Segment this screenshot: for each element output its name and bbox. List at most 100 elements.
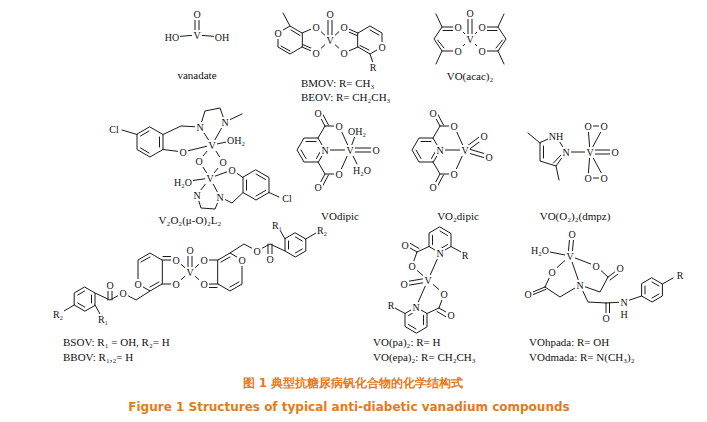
acac-bonds (434, 13, 506, 64)
atom-label: O (185, 245, 194, 256)
atom-label: R₁ (97, 314, 109, 325)
compound-name: BMOV: R= CH₃ (300, 77, 375, 89)
atom-label: O (311, 22, 320, 33)
compound-name: BBOV: R₁,₂= H (62, 351, 134, 363)
atom-label: OH (214, 32, 230, 43)
atom-label: O (523, 289, 532, 300)
atom-label: O (484, 152, 493, 163)
atom-label: O (171, 255, 180, 266)
atom-label: O (479, 131, 488, 142)
atom-label: O (334, 121, 343, 132)
compound-name: vanadate (176, 69, 217, 81)
atom-label: O (377, 42, 386, 53)
atom-label: O (339, 48, 348, 59)
atom-label: V (460, 145, 469, 156)
atom-label: V (207, 140, 216, 151)
compound-name: V₂O₂(μ-O)₂L₂ (158, 214, 223, 226)
atom-label: O (105, 280, 114, 291)
atom-label: O (453, 46, 462, 57)
dimer-bonds (122, 108, 279, 209)
compound-name: VOdipic (320, 210, 360, 222)
atom-label: O (265, 254, 274, 265)
atom-label: Cl (108, 124, 119, 135)
bsov-ligand-bonds (190, 230, 316, 291)
dipic-ring-bonds (297, 112, 350, 188)
atom-label: N (411, 302, 420, 313)
compound-name: VO₂dipic (436, 210, 480, 222)
atom-label: O (171, 279, 180, 290)
compound-name: VOdmada: R= N(CH₃)₂ (528, 351, 636, 363)
atom-label: O (371, 145, 380, 156)
figure-caption: Figure 1 Structures of typical anti-diab… (128, 401, 569, 414)
atom-label: N (195, 122, 204, 133)
atom-label: O (567, 229, 576, 240)
atom-label: O (399, 279, 408, 290)
atom-label: V (345, 145, 354, 156)
atom-label: O (218, 157, 227, 168)
atom-label: O (465, 8, 474, 19)
atom-label: R (369, 62, 378, 73)
atom-label: OH₂ (347, 126, 367, 137)
atom-label: V (465, 34, 474, 45)
atom-label: N (575, 280, 584, 291)
atom-label: N (320, 145, 329, 156)
atom-label: O (446, 310, 455, 321)
compound-name: BEOV: R= CH₂CH₃ (300, 91, 391, 103)
atom-label: V (585, 147, 594, 158)
atom-label: O (400, 240, 409, 251)
atom-label: H₂O (530, 245, 550, 256)
atom-label: O (583, 173, 592, 184)
atom-label: O (407, 261, 416, 272)
atom-label: O (325, 9, 334, 20)
atom-label: O (428, 182, 437, 193)
atom-label: O (583, 121, 592, 132)
figure-caption: 图 1 典型抗糖尿病钒化合物的化学结构式 (243, 377, 464, 390)
atom-label: O (227, 165, 236, 176)
hpada-bonds (528, 234, 673, 318)
atom-label: N (435, 248, 444, 259)
atom-label: O (591, 261, 600, 272)
atom-label: R (461, 250, 470, 261)
atom-label: O (477, 46, 486, 57)
atom-label: N (220, 117, 229, 128)
compound-name: VO(epa)₂: R= CH₂CH₃ (372, 351, 477, 363)
atom-label: Cl (281, 193, 292, 204)
atom-label: R₂ (52, 309, 64, 320)
atom-label: V (185, 267, 194, 278)
atom-label: O (339, 22, 348, 33)
atom-label: N (619, 297, 628, 308)
atom-label: N (192, 190, 201, 201)
atom-label: O (313, 182, 322, 193)
atom-label: V (565, 251, 574, 262)
atom-label: O (311, 48, 320, 59)
atom-label: O (610, 147, 619, 158)
atom-label: O (453, 22, 462, 33)
atom-label: O (118, 288, 127, 299)
bmov-bonds (278, 13, 382, 63)
atom-label: O (199, 255, 208, 266)
compound-name: VOhpada: R= OH (528, 336, 610, 348)
atom-label: NH (548, 131, 564, 142)
dipic-bonds (297, 112, 350, 188)
atom-label: O (449, 121, 458, 132)
atom-label: O (178, 147, 187, 158)
atom-label: R₁ (271, 220, 283, 231)
atom-label: H (619, 309, 628, 320)
atom-label: V (192, 30, 201, 41)
atom-label: O (252, 246, 261, 257)
atom-label: O (599, 173, 608, 184)
atom-label: O (133, 279, 142, 290)
compound-name: VO(acac)₂ (446, 70, 495, 82)
atom-label: OH₂ (226, 135, 246, 146)
atom-label: O (199, 279, 208, 290)
atom-label: O (449, 169, 458, 180)
atom-label: V (205, 173, 214, 184)
atom-label: R (387, 300, 396, 311)
atom-label: N (215, 192, 224, 203)
atom-label: N (435, 145, 444, 156)
atom-label: O (439, 289, 448, 300)
atom-label: O (615, 263, 624, 274)
atom-label: H₂O (173, 177, 193, 188)
atom-label: N (561, 147, 570, 158)
